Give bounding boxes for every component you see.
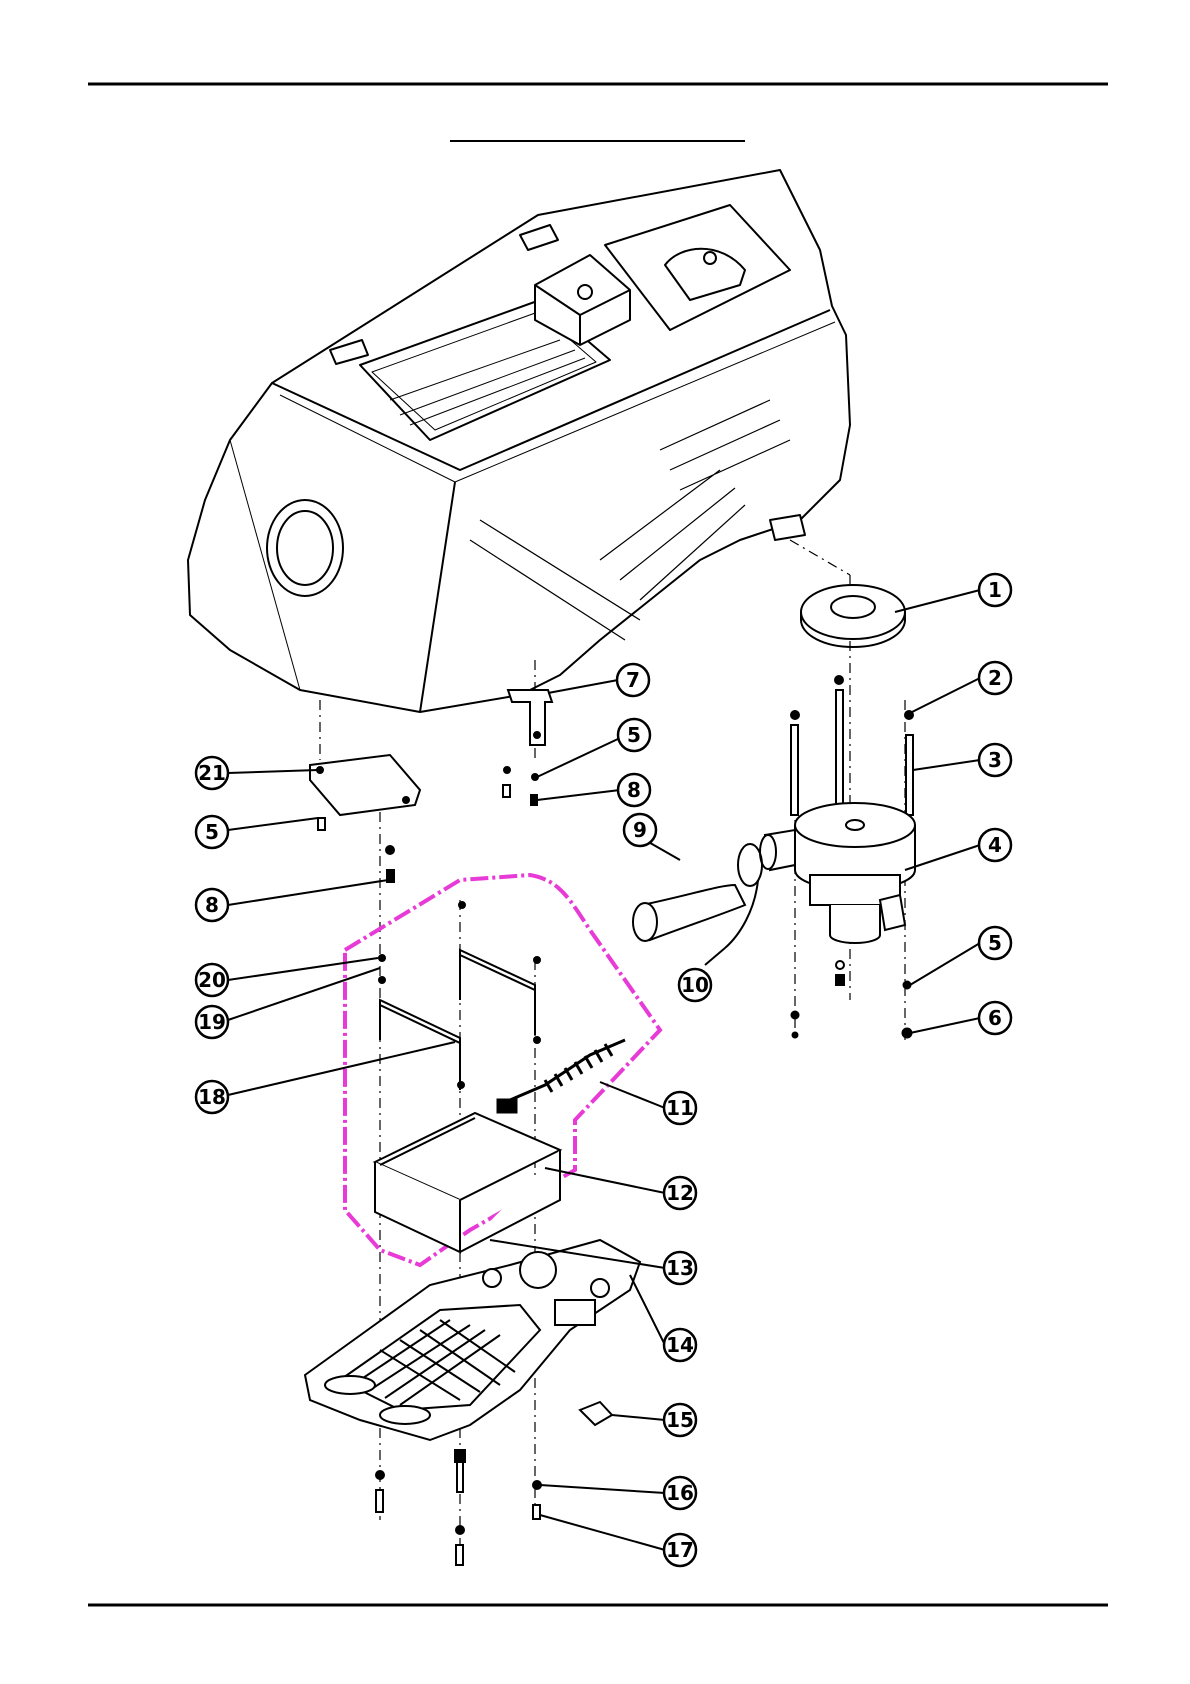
vacuum-motor: [760, 803, 915, 985]
callout-number: 2: [988, 666, 1002, 690]
callout-number: 20: [198, 968, 226, 992]
callout-number: 8: [627, 778, 641, 802]
motor-fasteners: [791, 981, 912, 1038]
callout-number: 5: [988, 931, 1002, 955]
callout-5: 5: [618, 719, 650, 751]
callout-4: 4: [979, 829, 1011, 861]
bracket-7: [503, 690, 552, 805]
callout-12: 12: [664, 1177, 696, 1209]
callout-8: 8: [196, 889, 228, 921]
callout-18: 18: [196, 1081, 228, 1113]
callout-6: 6: [979, 1002, 1011, 1034]
callout-21: 21: [196, 757, 228, 789]
callout-number: 8: [205, 893, 219, 917]
callout-5: 5: [196, 816, 228, 848]
callout-number: 14: [666, 1333, 694, 1357]
callout-number: 10: [681, 973, 709, 997]
callout-13: 13: [664, 1252, 696, 1284]
callout-16: 16: [664, 1477, 696, 1509]
callout-17: 17: [664, 1534, 696, 1566]
callout-number: 5: [205, 820, 219, 844]
callout-number: 17: [666, 1538, 694, 1562]
callout-20: 20: [196, 964, 228, 996]
callout-15: 15: [664, 1404, 696, 1436]
callout-number: 5: [627, 723, 641, 747]
hose: [633, 885, 745, 941]
callout-number: 7: [626, 668, 640, 692]
callout-9: 9: [624, 814, 656, 846]
callout-number: 16: [666, 1481, 694, 1505]
callout-2: 2: [979, 662, 1011, 694]
callout-8: 8: [618, 774, 650, 806]
callout-11: 11: [664, 1092, 696, 1124]
callout-number: 9: [633, 818, 647, 842]
callout-number: 6: [988, 1006, 1002, 1030]
callout-number: 3: [988, 748, 1002, 772]
main-housing: [188, 170, 850, 712]
callout-number: 11: [666, 1096, 694, 1120]
callout-number: 4: [988, 833, 1002, 857]
callout-number: 15: [666, 1408, 694, 1432]
tie-rods: [791, 676, 913, 815]
callout-10: 10: [679, 969, 711, 1001]
callout-19: 19: [196, 1006, 228, 1038]
plate-21: [310, 755, 420, 882]
callout-7: 7: [617, 664, 649, 696]
callout-number: 18: [198, 1085, 226, 1109]
callout-number: 13: [666, 1256, 694, 1280]
callout-number: 1: [988, 578, 1002, 602]
callout-14: 14: [664, 1329, 696, 1361]
callout-5: 5: [979, 927, 1011, 959]
power-cable: [498, 1040, 625, 1112]
callout-number: 21: [198, 761, 226, 785]
gasket-ring: [801, 585, 905, 647]
callout-1: 1: [979, 574, 1011, 606]
callout-3: 3: [979, 744, 1011, 776]
callout-number: 12: [666, 1181, 694, 1205]
callout-number: 19: [198, 1010, 226, 1034]
